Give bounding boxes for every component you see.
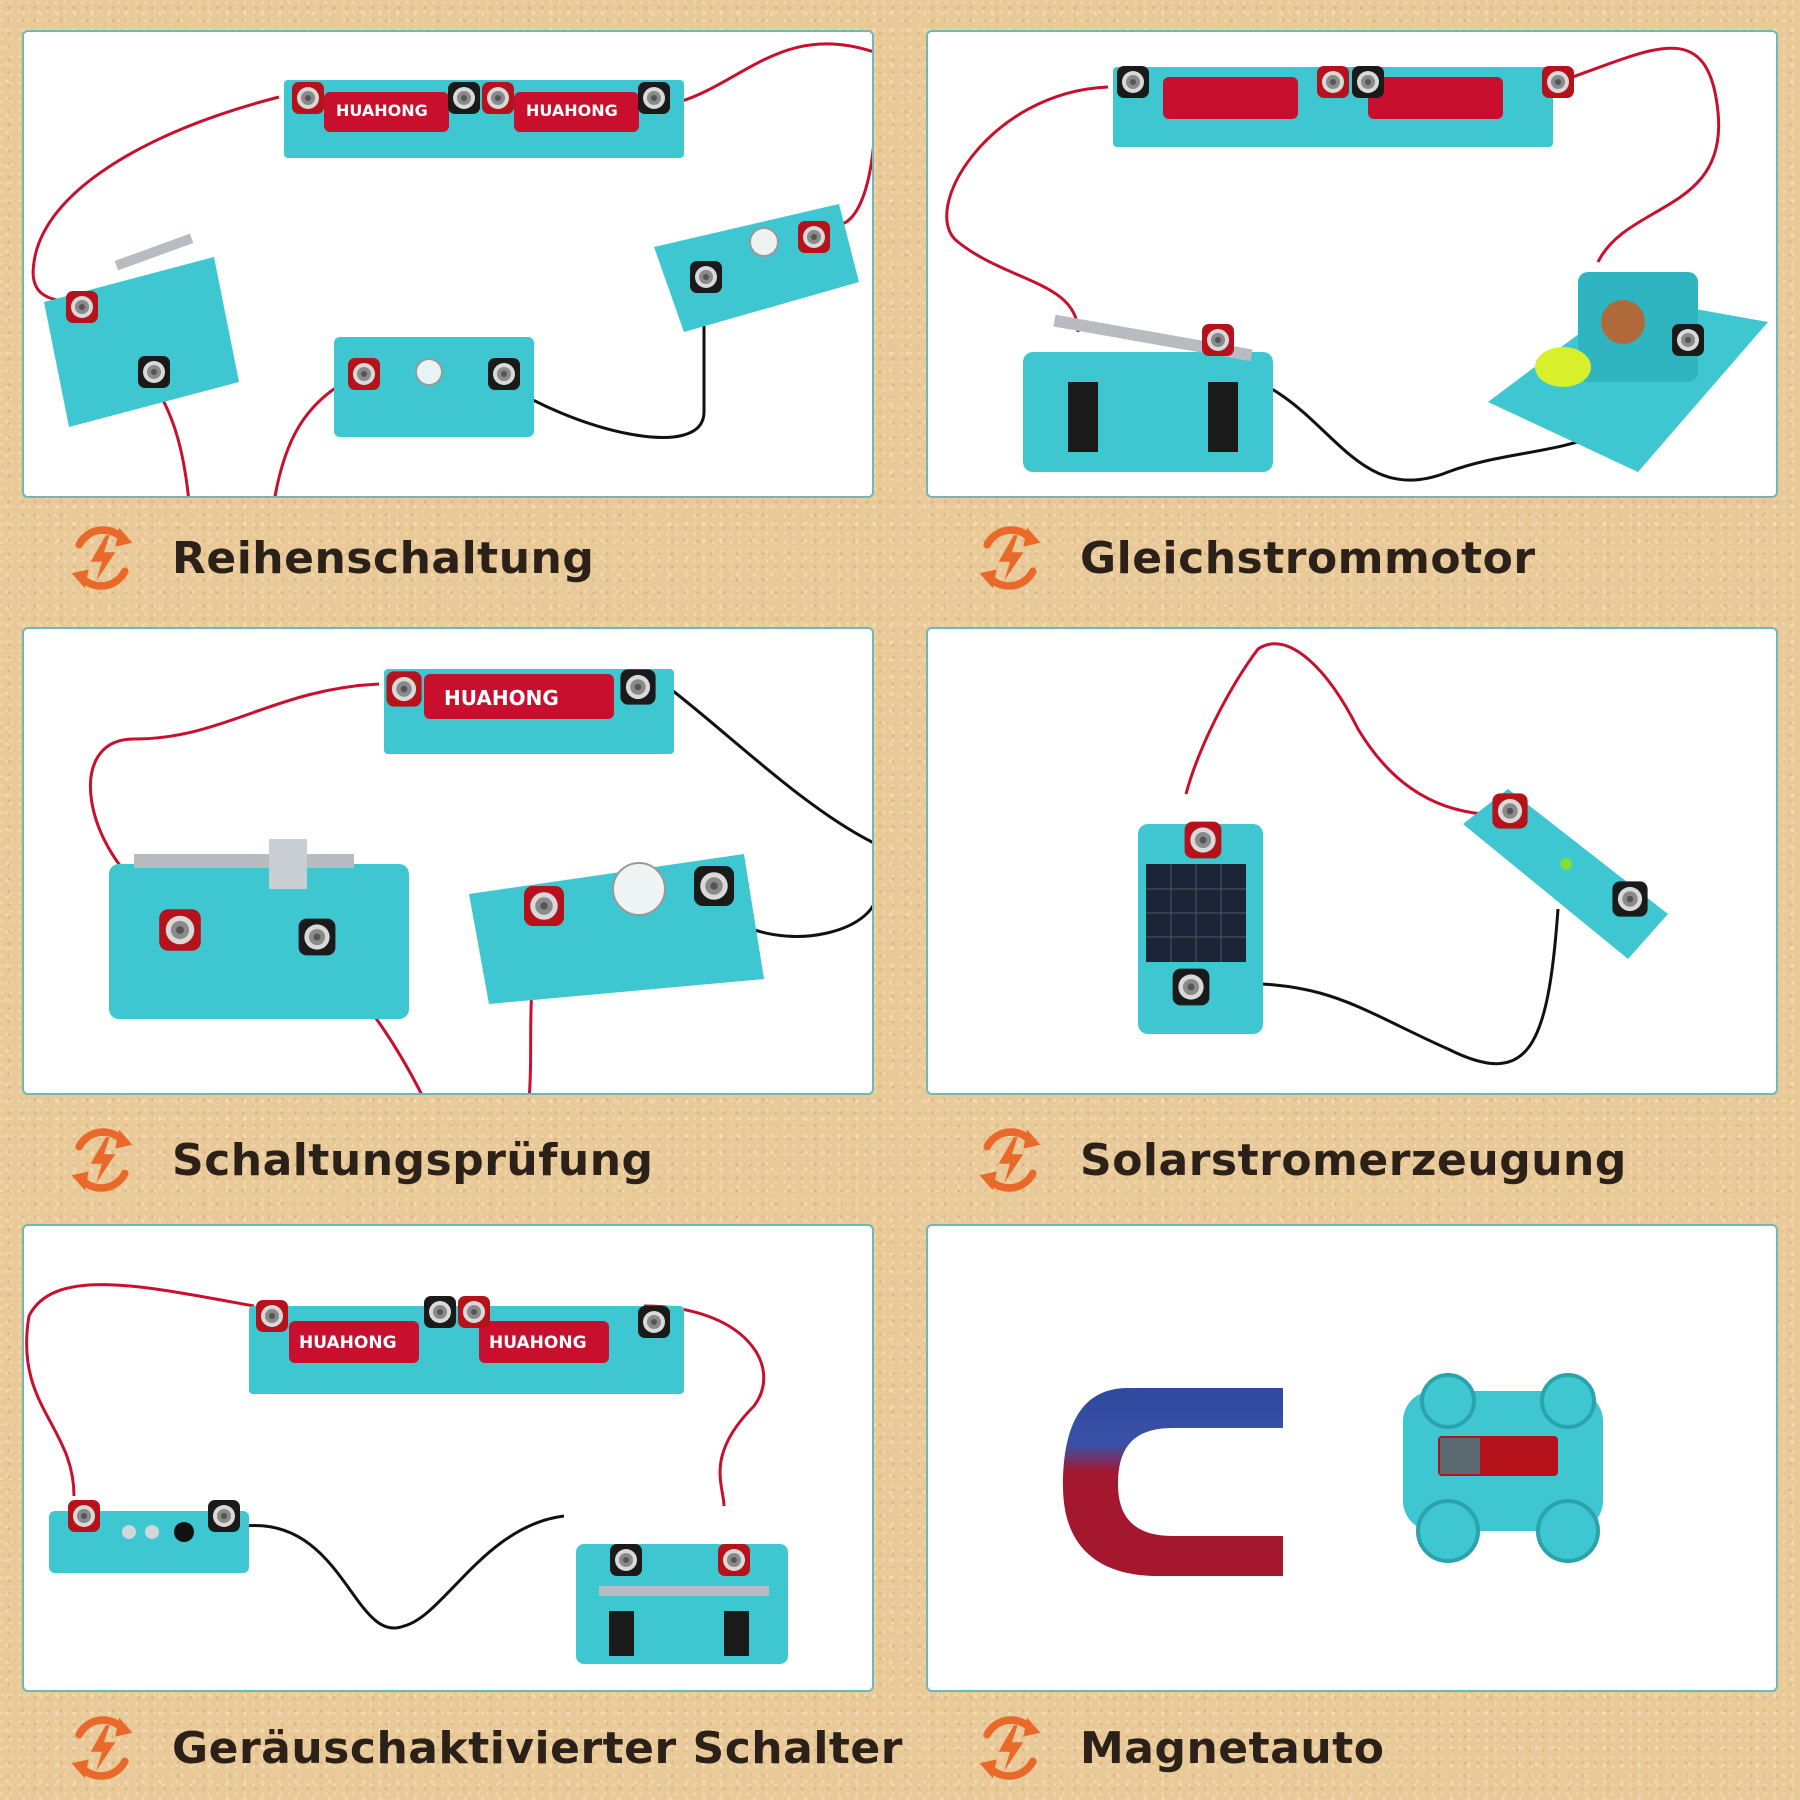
experiment-title: Gleichstrommotor — [1080, 532, 1536, 584]
lightning-cycle-icon — [64, 520, 140, 596]
experiment-title: Solarstromerzeugung — [1080, 1134, 1627, 1186]
experiment-image-circuit-test: HUAHONG — [22, 627, 874, 1095]
experiment-caption-sound-switch: Geräuschaktivierter Schalter — [64, 1708, 903, 1788]
lightning-cycle-icon — [972, 1710, 1048, 1786]
experiment-caption-solar: Solarstromerzeugung — [972, 1120, 1627, 1200]
experiment-image-magnet-car — [926, 1224, 1778, 1692]
experiment-caption-series: Reihenschaltung — [64, 518, 594, 598]
experiment-title: Schaltungsprüfung — [172, 1134, 654, 1186]
experiment-image-series: HUAHONG HUAHONG — [22, 30, 874, 498]
experiment-caption-magnet-car: Magnetauto — [972, 1708, 1384, 1788]
battery-brand-text: HUAHONG — [489, 1333, 587, 1353]
lightning-cycle-icon — [972, 520, 1048, 596]
experiment-image-solar — [926, 627, 1778, 1095]
lightning-cycle-icon — [972, 1122, 1048, 1198]
battery-brand-text: HUAHONG — [444, 686, 559, 710]
lightning-cycle-icon — [64, 1710, 140, 1786]
battery-brand-text: HUAHONG — [526, 101, 618, 120]
experiment-caption-dc-motor: Gleichstrommotor — [972, 518, 1536, 598]
lightning-cycle-icon — [64, 1122, 140, 1198]
battery-brand-text: HUAHONG — [336, 101, 428, 120]
experiment-caption-circuit-test: Schaltungsprüfung — [64, 1120, 654, 1200]
battery-brand-text: HUAHONG — [299, 1333, 397, 1353]
experiment-title: Reihenschaltung — [172, 532, 595, 584]
experiment-title: Magnetauto — [1080, 1722, 1385, 1774]
experiment-image-sound-switch: HUAHONG HUAHONG — [22, 1224, 874, 1692]
experiment-image-dc-motor — [926, 30, 1778, 498]
experiment-title: Geräuschaktivierter Schalter — [172, 1722, 903, 1774]
